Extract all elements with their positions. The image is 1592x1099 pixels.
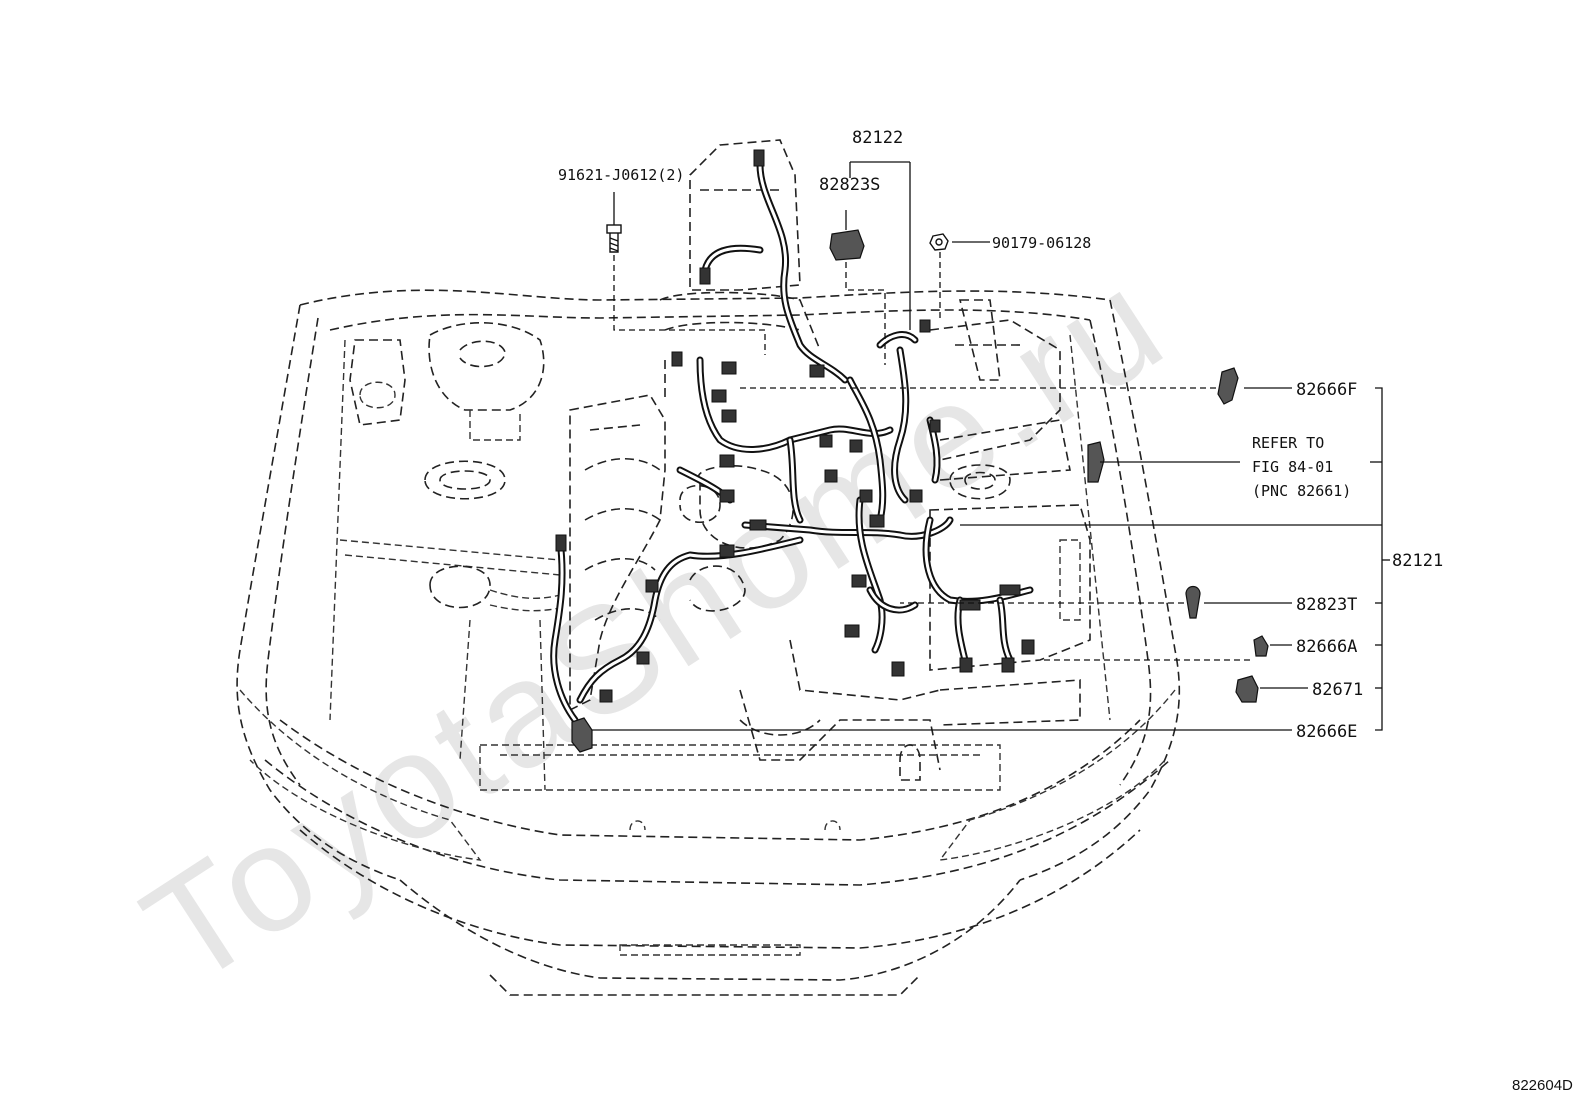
left-components [339, 322, 561, 791]
refer-to-line-2: FIG 84-01 [1252, 458, 1333, 476]
leader-lines [592, 161, 1390, 731]
label-90179-06128: 90179-06128 [992, 234, 1091, 252]
block-82671-icon [1235, 675, 1259, 703]
vehicle-body-outline [236, 289, 1181, 996]
label-82666E: 82666E [1296, 722, 1357, 742]
watermark-text: ToyotaShome.ru [116, 235, 1194, 1017]
clamp-82666F-icon [1217, 367, 1239, 405]
engine-block [569, 139, 1091, 781]
label-91621-J0612: 91621-J0612(2) [558, 166, 684, 184]
bolt-91621-icon [606, 224, 622, 253]
grommet-82823S-icon [829, 229, 865, 261]
refer-to-line-1: REFER TO [1252, 434, 1324, 452]
label-82823S: 82823S [819, 175, 880, 195]
label-82122: 82122 [852, 128, 903, 148]
clamp-82666A-icon [1253, 635, 1269, 657]
connector-82661-icon [1087, 441, 1105, 483]
nut-90179-icon [929, 233, 949, 251]
harness-connectors [555, 149, 1035, 703]
grommet-82823T-icon [1185, 585, 1201, 619]
label-82666A: 82666A [1296, 637, 1357, 657]
label-82121: 82121 [1392, 551, 1443, 571]
label-82671: 82671 [1312, 680, 1363, 700]
label-82823T: 82823T [1296, 595, 1357, 615]
refer-to-line-3: (PNC 82661) [1252, 482, 1351, 500]
clamp-82666E-icon [571, 717, 593, 753]
figure-id: 822604D [1512, 1077, 1573, 1094]
label-82666F: 82666F [1296, 380, 1357, 400]
